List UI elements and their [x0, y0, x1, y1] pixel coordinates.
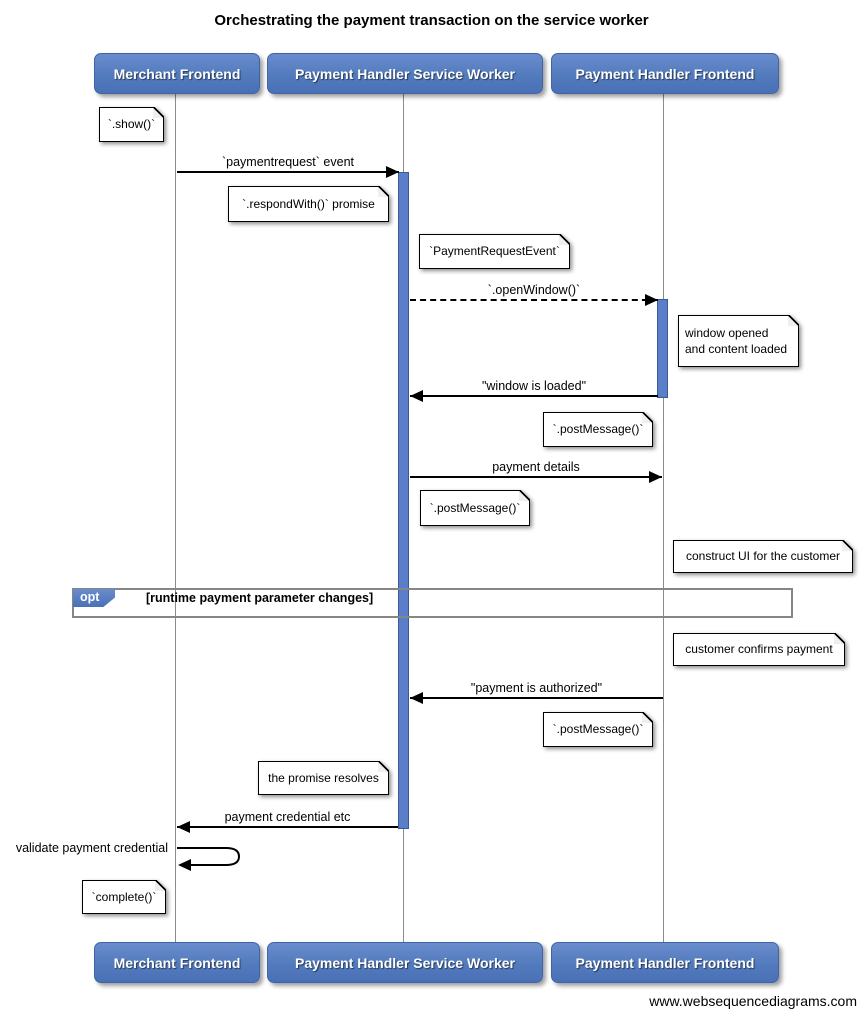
message-payment-authorized: "payment is authorized"	[410, 679, 663, 704]
actor-merchant-frontend-bottom: Merchant Frontend	[94, 942, 260, 983]
note-text: construct UI for the customer	[673, 540, 853, 573]
note-text: `.postMessage()`	[420, 490, 530, 526]
message-line	[177, 171, 399, 173]
note-fold-icon	[519, 490, 530, 501]
note-fold-icon	[378, 186, 389, 197]
note-text: `PaymentRequestEvent`	[419, 234, 570, 269]
message-window-is-loaded: "window is loaded"	[410, 377, 658, 402]
note-postmessage-3: `.postMessage()`	[543, 712, 653, 747]
actor-label: Merchant Frontend	[113, 65, 241, 82]
actor-merchant-frontend-top: Merchant Frontend	[94, 53, 260, 94]
self-message-label: validate payment credential	[15, 841, 168, 855]
note-fold-icon	[378, 761, 389, 772]
actor-payment-handler-frontend-bottom: Payment Handler Frontend	[551, 942, 779, 983]
message-payment-details: payment details	[410, 458, 662, 483]
actor-label: Merchant Frontend	[113, 954, 241, 971]
arrowhead-left-icon	[177, 821, 190, 833]
note-complete: `complete()`	[82, 880, 166, 914]
arrowhead-left-icon	[410, 692, 423, 704]
message-payment-credential: payment credential etc	[177, 808, 398, 833]
message-label: `.openWindow()`	[487, 283, 581, 297]
message-label: payment details	[492, 460, 580, 474]
arrowhead-right-icon	[645, 294, 658, 306]
arrowhead-left-icon	[410, 390, 423, 402]
note-promise-resolves: the promise resolves	[258, 761, 389, 795]
note-construct-ui: construct UI for the customer	[673, 540, 853, 573]
actor-label: Payment Handler Service Worker	[295, 954, 515, 971]
actor-label: Payment Handler Frontend	[575, 65, 755, 82]
note-fold-icon	[642, 412, 653, 423]
note-text: `.postMessage()`	[543, 412, 653, 447]
note-postmessage-1: `.postMessage()`	[543, 412, 653, 447]
message-line	[410, 395, 658, 397]
message-line	[410, 697, 663, 699]
opt-fragment: opt [runtime payment parameter changes]	[72, 588, 793, 618]
actor-label: Payment Handler Frontend	[575, 954, 755, 971]
note-show: `.show()`	[99, 107, 164, 142]
actor-service-worker-top: Payment Handler Service Worker	[267, 53, 543, 94]
message-line	[410, 476, 662, 478]
note-fold-icon	[842, 540, 853, 551]
activation-service-worker	[398, 172, 409, 829]
actor-label: Payment Handler Service Worker	[295, 65, 515, 82]
note-fold-icon	[559, 234, 570, 245]
note-window-opened: window opened and content loaded	[678, 315, 799, 367]
lifeline-merchant-frontend	[175, 93, 176, 943]
note-fold-icon	[153, 107, 164, 118]
message-label: "payment is authorized"	[470, 681, 603, 695]
note-postmessage-2: `.postMessage()`	[420, 490, 530, 526]
message-line	[177, 826, 398, 828]
note-text: `.respondWith()` promise	[228, 186, 389, 222]
note-fold-icon	[642, 712, 653, 723]
message-label: `paymentrequest` event	[221, 155, 354, 169]
note-fold-icon	[788, 315, 799, 326]
actor-service-worker-bottom: Payment Handler Service Worker	[267, 942, 543, 983]
note-text: customer confirms payment	[673, 633, 845, 666]
note-customer-confirms: customer confirms payment	[673, 633, 845, 666]
self-message-arrow	[177, 847, 241, 871]
message-line	[410, 299, 658, 301]
diagram-title: Orchestrating the payment transaction on…	[214, 12, 649, 29]
note-fold-icon	[834, 633, 845, 644]
message-open-window: `.openWindow()`	[410, 281, 658, 306]
arrowhead-right-icon	[386, 166, 399, 178]
actor-payment-handler-frontend-top: Payment Handler Frontend	[551, 53, 779, 94]
note-text: `.postMessage()`	[543, 712, 653, 747]
message-label: "window is loaded"	[481, 379, 587, 393]
message-paymentrequest-event: `paymentrequest` event	[177, 153, 399, 178]
note-text: the promise resolves	[258, 761, 389, 795]
opt-guard: [runtime payment parameter changes]	[146, 591, 374, 605]
note-respondwith-promise: `.respondWith()` promise	[228, 186, 389, 222]
lifeline-payment-handler-frontend	[663, 93, 664, 943]
arrowhead-right-icon	[649, 471, 662, 483]
note-paymentrequestevent: `PaymentRequestEvent`	[419, 234, 570, 269]
opt-operator-tab: opt	[73, 589, 115, 607]
watermark-url: www.websequencediagrams.com	[649, 993, 857, 1009]
activation-payment-handler-frontend	[657, 299, 668, 398]
note-text: `complete()`	[82, 880, 166, 914]
note-text: window opened and content loaded	[678, 315, 799, 367]
message-label: payment credential etc	[224, 810, 351, 824]
note-fold-icon	[155, 880, 166, 891]
